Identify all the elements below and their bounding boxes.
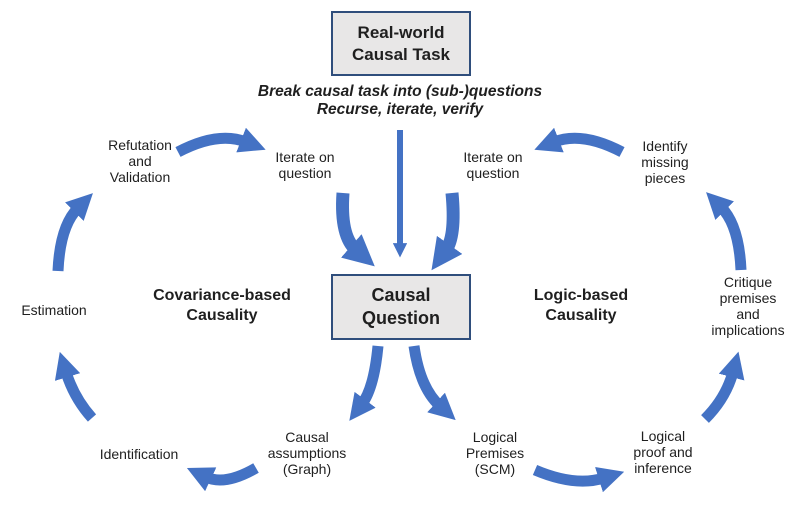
arrow-iterate-right-to-question: [431, 192, 463, 271]
label-identification: Identification: [99, 446, 179, 462]
real-world-causal-task-box: Real-world Causal Task: [331, 11, 471, 76]
arrow-premises-to-proof: [532, 464, 625, 493]
arrow-proof-to-critique: [701, 351, 745, 423]
arrow-question-to-assumptions: [349, 345, 384, 421]
task-breakdown-note: Break causal task into (sub-)questions R…: [257, 83, 543, 118]
covariance-based-causality-title: Covariance-based Causality: [153, 287, 291, 324]
real-world-causal-task-label: Real-world Causal Task: [352, 22, 450, 64]
arrow-estimation-to-refutation: [52, 193, 93, 272]
causal-question-box: Causal Question: [331, 274, 471, 340]
label-critique-premises-and-implications: Critique premises and implications: [711, 274, 785, 338]
label-logical-proof-and-inference: Logical proof and inference: [633, 428, 693, 476]
arrow-critique-to-identify-missing: [706, 192, 747, 271]
label-identify-missing-pieces: Identify missing pieces: [641, 138, 689, 186]
arrow-iterate-left-to-question: [336, 192, 375, 267]
label-causal-assumptions-graph: Causal assumptions (Graph): [267, 429, 347, 477]
arrow-refutation-to-iterate-left: [175, 127, 266, 157]
arrow-identification-to-estimation: [54, 351, 97, 422]
arrow-question-to-premises: [408, 345, 456, 421]
label-iterate-on-question-left: Iterate on question: [275, 149, 335, 181]
logic-based-causality-title: Logic-based Causality: [533, 287, 629, 324]
label-logical-premises-scm: Logical Premises (SCM): [465, 429, 525, 477]
label-refutation-and-validation: Refutation and Validation: [108, 137, 172, 185]
label-estimation: Estimation: [21, 302, 87, 318]
label-iterate-on-question-right: Iterate on question: [463, 149, 523, 181]
arrow-identify-missing-to-iterate-right: [534, 127, 625, 157]
causal-question-label: Causal Question: [361, 285, 440, 328]
arrow-assumptions-to-identification: [186, 463, 259, 492]
